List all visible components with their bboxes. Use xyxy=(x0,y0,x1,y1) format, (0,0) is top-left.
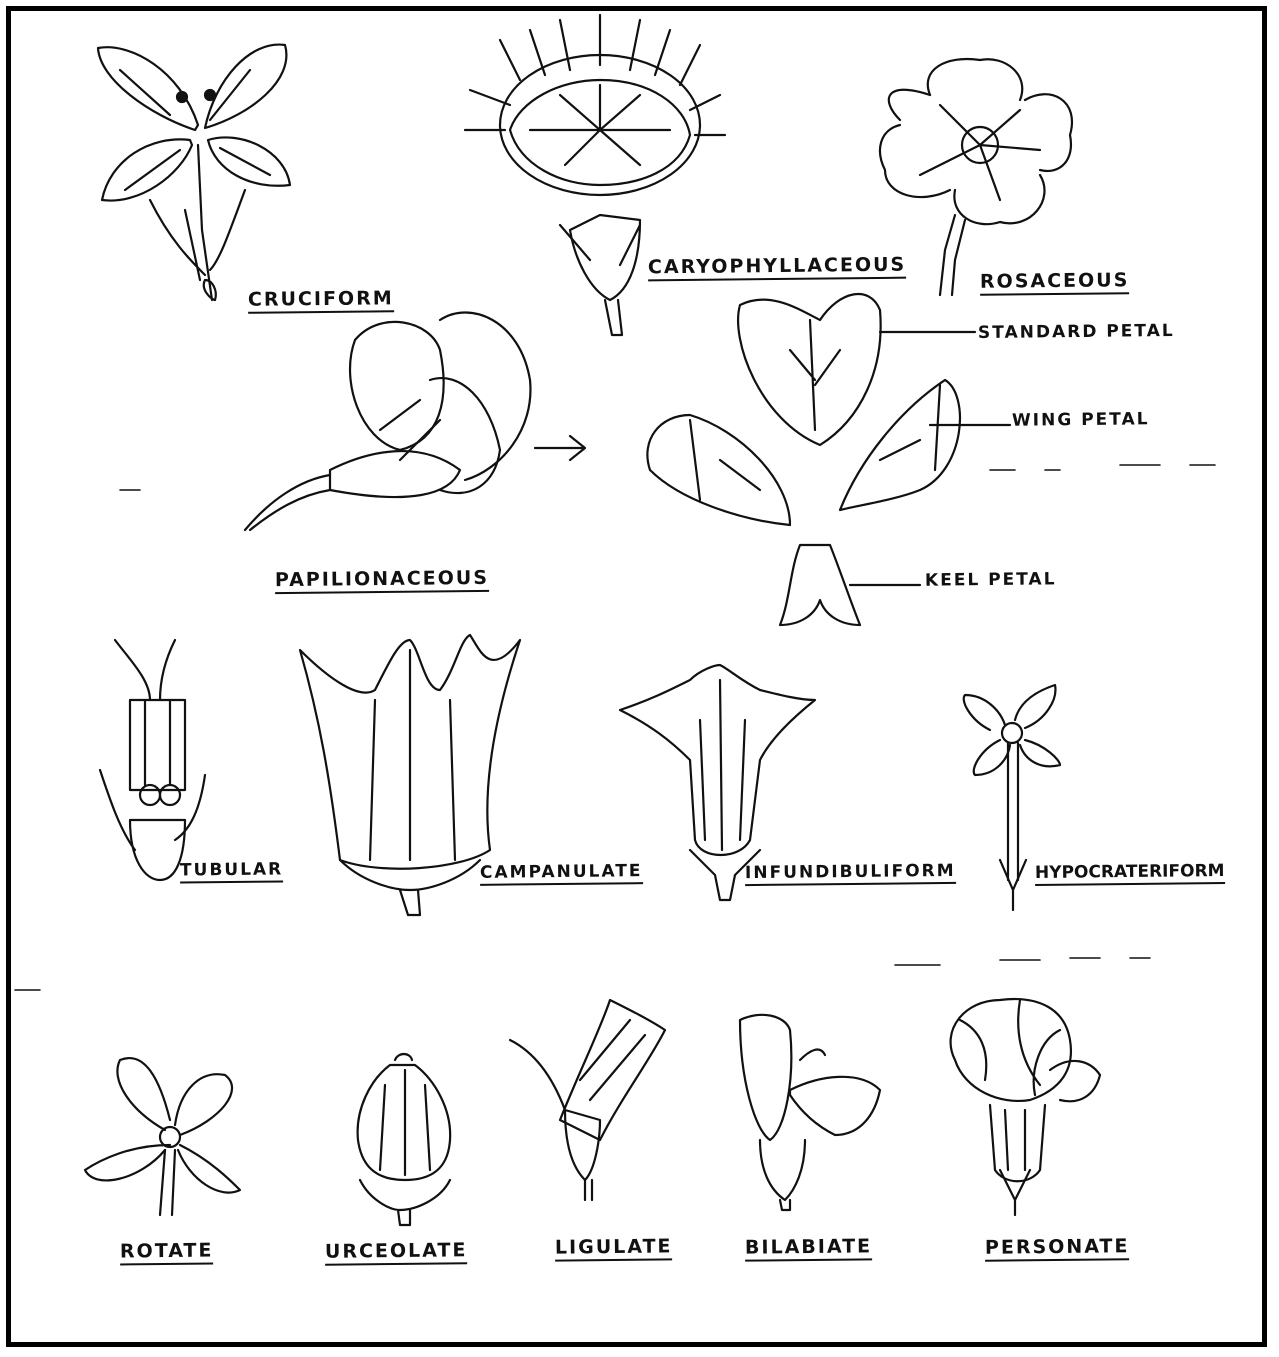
label-papilionaceous: PAPILIONACEOUS xyxy=(275,567,489,594)
label-campanulate: CAMPANULATE xyxy=(480,861,643,886)
papilionaceous-flower-drawing xyxy=(245,313,585,531)
urceolate-flower-drawing xyxy=(358,1054,451,1225)
label-rosaceous: ROSACEOUS xyxy=(980,269,1130,296)
ligulate-flower-drawing xyxy=(510,1000,665,1200)
rosaceous-flower-drawing xyxy=(880,59,1072,295)
label-caryophyllaceous: CARYOPHYLLACEOUS xyxy=(648,254,906,282)
wing-petal-right-shape xyxy=(840,380,960,510)
rotate-flower-drawing xyxy=(85,1058,240,1215)
label-bilabiate: BILABIATE xyxy=(745,1235,872,1261)
caryophyllaceous-flower-drawing xyxy=(465,15,725,335)
label-infundibuliform: INFUNDIBULIFORM xyxy=(745,861,956,886)
label-hypocrateriform: HYPOCRATERIFORM xyxy=(1035,861,1225,886)
label-standard-petal: STANDARD PETAL xyxy=(978,321,1175,343)
keel-petal-shape xyxy=(780,545,860,625)
standard-petal-shape xyxy=(738,294,881,445)
label-tubular: TUBULAR xyxy=(180,859,283,883)
label-personate: PERSONATE xyxy=(985,1235,1130,1262)
bilabiate-flower-drawing xyxy=(740,1015,880,1210)
label-keel-petal: KEEL PETAL xyxy=(925,569,1057,590)
label-urceolate: URCEOLATE xyxy=(325,1239,468,1265)
tubular-flower-drawing xyxy=(100,640,205,880)
label-cruciform: CRUCIFORM xyxy=(248,287,394,314)
personate-flower-drawing xyxy=(951,999,1100,1215)
wing-petal-left-shape xyxy=(647,415,790,525)
stray-marks xyxy=(15,465,1215,990)
label-rotate: ROTATE xyxy=(120,1240,214,1266)
cruciform-flower-drawing xyxy=(98,45,290,300)
label-wing-petal: WING PETAL xyxy=(1012,409,1150,430)
label-ligulate: LIGULATE xyxy=(555,1235,673,1261)
